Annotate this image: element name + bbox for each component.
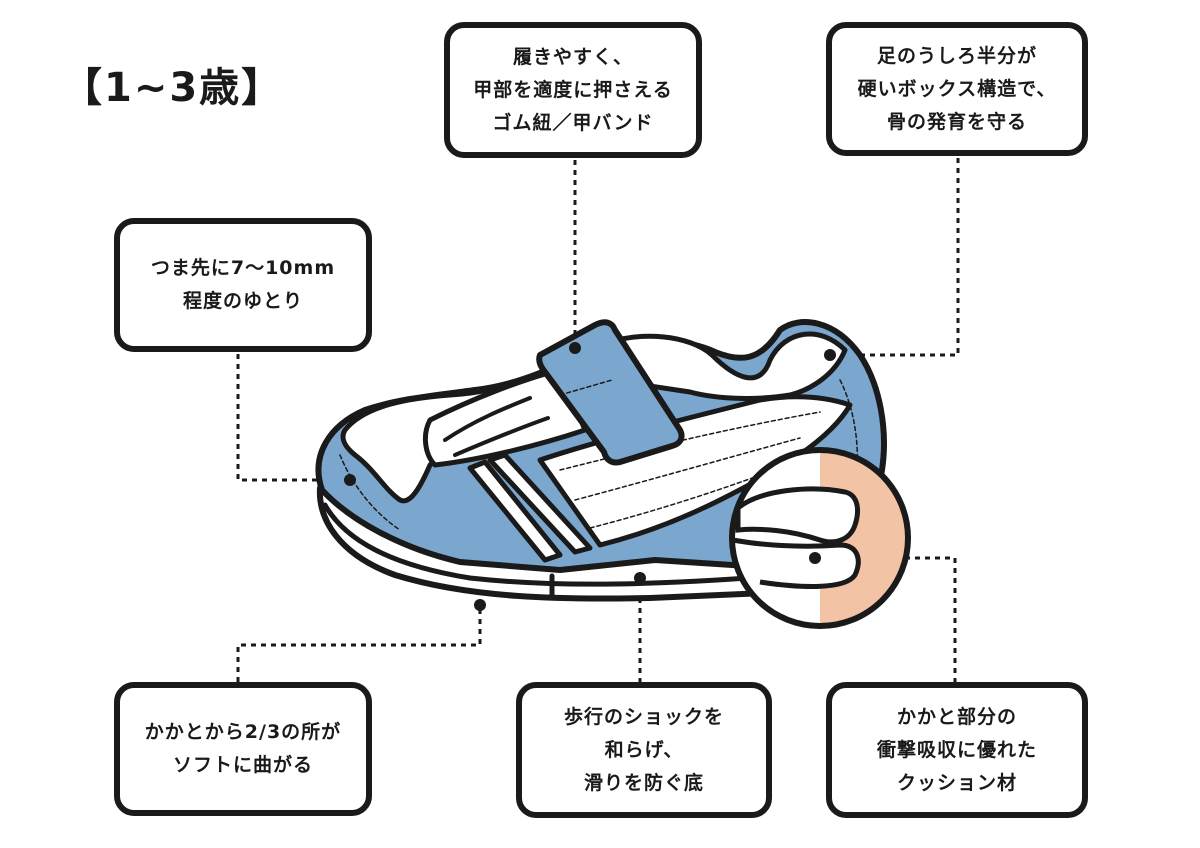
callout-line: かかとから2/3の所が [144, 721, 342, 743]
lace-1 [443, 396, 532, 442]
callout-line: 甲部を適度に押さえる [473, 78, 673, 101]
dot-heel-counter [824, 349, 836, 361]
leader-flex [236, 605, 482, 682]
cushion-lower [732, 537, 861, 589]
sole-line [322, 502, 793, 587]
dot-toe [344, 474, 356, 486]
callout-line: 骨の発育を守る [886, 110, 1027, 133]
leader-toe [236, 354, 348, 482]
callout-line: 程度のゆとり [182, 290, 303, 312]
marker-dots [344, 342, 836, 611]
dot-sole [634, 572, 646, 584]
quarter-stitch-2 [574, 437, 801, 501]
callout-line: クッション材 [896, 771, 1017, 794]
callout-toe-space: つま先に7〜10mm 程度のゆとり [114, 218, 372, 352]
magnifier-ring [729, 447, 911, 629]
dot-flex [474, 599, 486, 611]
dot-strap [569, 342, 581, 354]
leader-heel-counter [830, 158, 960, 357]
lace-2 [453, 416, 550, 457]
callout-line: 硬いボックス構造で、 [857, 77, 1057, 100]
velcro-stitch [559, 379, 613, 396]
callout-line: つま先に7〜10mm [150, 257, 336, 279]
age-title: 【1~3歳】 [62, 65, 284, 111]
callout-line: 歩行のショックを [563, 705, 724, 728]
callout-heel-counter: 足のうしろ半分が 硬いボックス構造で、 骨の発育を守る [826, 22, 1088, 156]
stripe-1 [467, 459, 563, 563]
leader-lines [236, 158, 960, 682]
callout-line: 履きやすく、 [512, 45, 633, 68]
callout-line: ゴム紐／甲バンド [492, 111, 654, 134]
callout-line: かかと部分の [896, 705, 1017, 728]
leader-cushion [815, 556, 957, 682]
callout-line: 滑りを防ぐ底 [583, 771, 704, 794]
heel-cushion-magnifier [729, 447, 911, 629]
stripe-2 [487, 452, 593, 555]
callout-strap: 履きやすく、 甲部を適度に押さえる ゴム紐／甲バンド [444, 22, 702, 158]
dot-cushion [809, 552, 821, 564]
tongue [422, 367, 588, 468]
callout-sole: 歩行のショックを 和らげ、 滑りを防ぐ底 [516, 682, 772, 818]
callout-cushion: かかと部分の 衝撃吸収に優れた クッション材 [826, 682, 1088, 818]
velcro-strap [536, 319, 685, 466]
callout-line: 足のうしろ半分が [876, 44, 1037, 67]
callout-line: ソフトに曲がる [172, 754, 313, 776]
cushion-pad [735, 486, 860, 545]
toe-stitch [339, 454, 401, 531]
callout-line: 和らげ、 [604, 738, 684, 761]
callout-flex-point: かかとから2/3の所が ソフトに曲がる [114, 682, 372, 816]
callout-line: 衝撃吸収に優れた [876, 738, 1037, 761]
